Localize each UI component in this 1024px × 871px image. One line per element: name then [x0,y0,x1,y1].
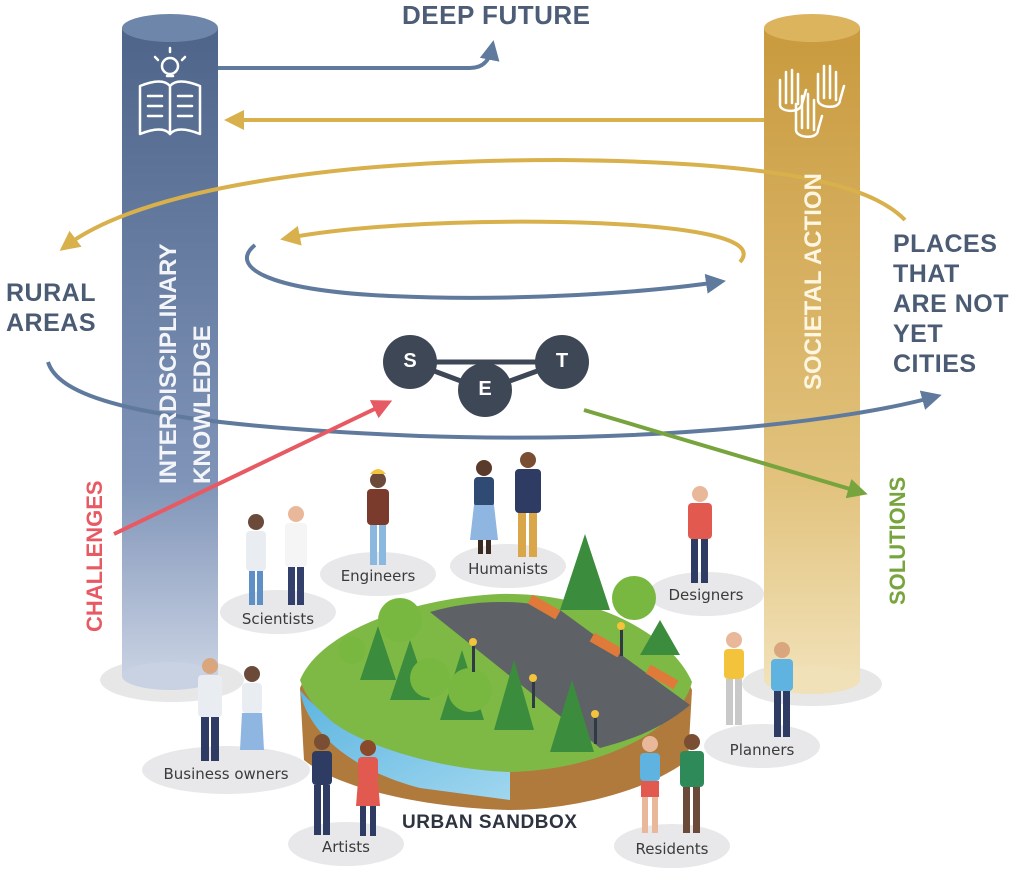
set-triangle [383,335,589,417]
set-node-t-letter: T [555,350,569,372]
solutions-arrow [583,408,868,499]
raised-hands-icon [778,64,846,138]
group-label-scientists: Scientists [241,610,315,628]
people-figures [198,452,793,836]
rural-areas-label: RURAL AREAS [6,279,97,337]
group-label-designers: Designers [668,586,744,604]
group-label-residents: Residents [635,840,709,858]
set-node-s [383,335,437,389]
inner-loop-blue-arrow [244,243,726,300]
book-lightbulb-icon [138,46,202,136]
outer-blue-arrow [46,361,942,440]
set-node-e-letter: E [478,378,492,400]
group-label-planners: Planners [729,741,795,759]
set-node-e [458,363,512,417]
urban-sandbox-island [300,534,692,810]
group-label-engineers: Engineers [340,567,416,585]
group-label-humanists: Humanists [468,560,548,578]
set-node-t [535,335,589,389]
set-node-s-letter: S [403,350,417,372]
group-label-artists: Artists [322,838,370,856]
challenges-arrow [113,400,393,536]
group-label-business-owners: Business owners [163,765,289,783]
societal-action-label: SOCIETAL ACTION [800,173,827,390]
deep-future-label: DEEP FUTURE [402,0,591,30]
challenges-label: CHALLENGES [82,480,107,632]
urban-sandbox-label: URBAN SANDBOX [402,812,578,833]
solutions-label: SOLUTIONS [885,476,910,605]
inner-loop-gold-arrow [280,219,746,264]
interdisciplinary-knowledge-label: INTERDISCIPLINARY KNOWLEDGE [155,243,216,484]
knowledge-pillar [122,14,218,690]
places-not-yet-cities-label: PLACES THAT ARE NOT YET CITIES [893,230,1009,378]
deep-future-arrow [218,40,500,70]
outer-gold-arrow [59,157,907,251]
